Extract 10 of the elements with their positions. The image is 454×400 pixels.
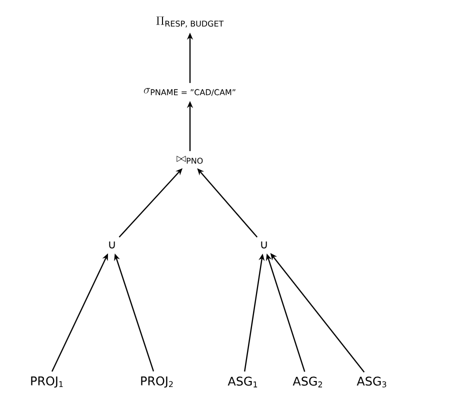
- union-symbol: ∪: [261, 242, 267, 248]
- operator-label: $\bowtie_{\text{PNO}}$: [176, 156, 203, 164]
- operator-label: $\Pi_{\text{RESP, BUDGET}}$: [156, 16, 224, 28]
- operator-label: $\sigma_{\text{PNAME = "CAD/CAM"}}$: [144, 88, 236, 96]
- relation-label: PROJ$_{1}$: [31, 376, 63, 388]
- relation-label: ASG$_{2}$: [292, 376, 322, 388]
- union-symbol: ∪: [109, 242, 115, 248]
- relation-label: ASG$_{3}$: [356, 376, 386, 388]
- relation-label: PROJ$_{2}$: [141, 376, 173, 388]
- relation-label: ASG$_{1}$: [228, 376, 258, 388]
